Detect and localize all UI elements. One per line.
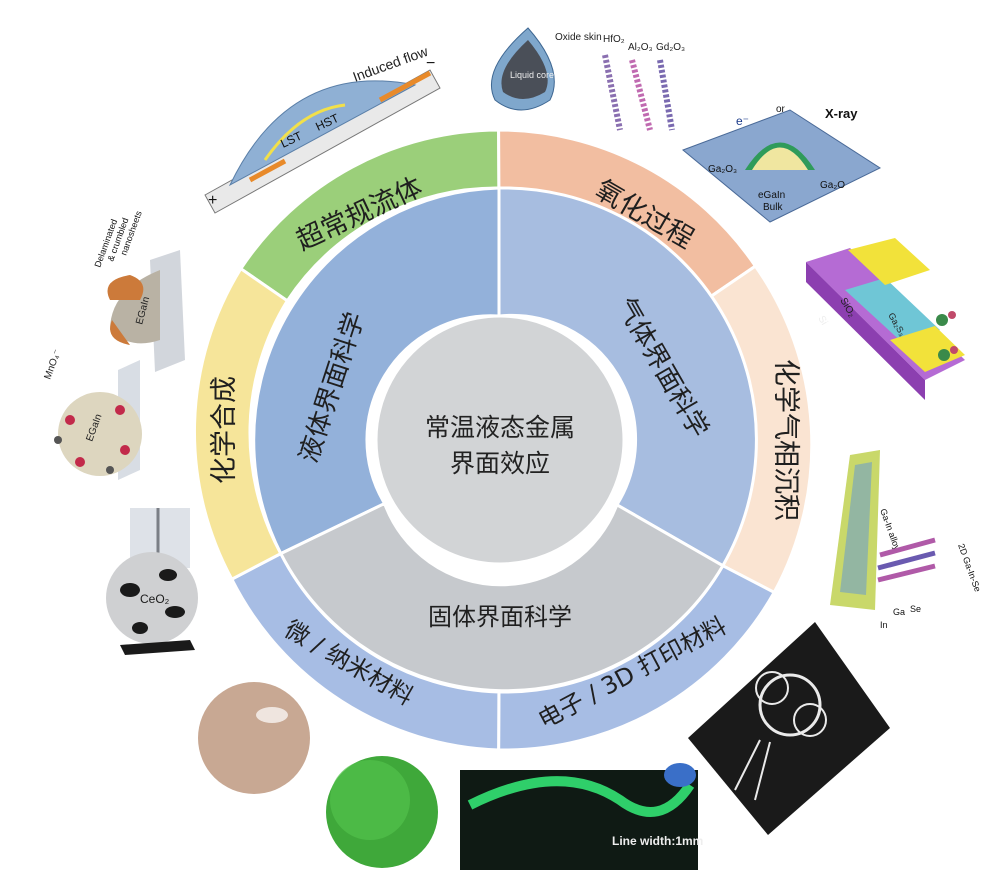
cvd-device-illustration: Si SiO₂ Ga₂S₃ <box>806 238 965 400</box>
oxide-skin-label: Oxide skin <box>555 32 602 43</box>
inner-segment-gas <box>497 186 758 568</box>
ga-in-alloy-label: Ga-In alloy <box>878 507 902 552</box>
gd2o3-label: Gd₂O₃ <box>656 42 685 53</box>
outer-ring <box>192 128 814 752</box>
ga-element-label: Ga <box>893 607 905 617</box>
mno4-sphere-illustration: EGaIn MnO₄⁻ <box>42 348 142 480</box>
plus-terminal-label: + <box>208 192 217 209</box>
center-title-line1: 常温液态金属 <box>425 413 575 442</box>
crystal-alloy-illustration: Ga-In alloy 2D Ga-In-Se Ga In Se <box>830 450 983 630</box>
inner-ring <box>252 186 758 693</box>
outer-segment-synthesis <box>192 266 290 582</box>
electron-label: e⁻ <box>736 114 749 128</box>
2d-ga-in-se-label: 2D Ga-In-Se <box>956 542 983 593</box>
ga2o3-label: Ga₂O₃ <box>708 164 737 175</box>
ga2o-label: Ga₂O <box>820 180 845 191</box>
label-solid-interface: 固体界面科学 <box>428 603 572 631</box>
line-width-label: Line width:1mm <box>612 834 703 848</box>
nanosheets-illustration: EGaIn Delaminated & crumbled nanosheets <box>92 209 185 372</box>
ceo2-label: CeO₂ <box>140 592 170 606</box>
ceo2-sphere-illustration: CeO₂ <box>106 508 198 655</box>
al2o3-label: Al₂O₃ <box>628 42 653 53</box>
in-element-label: In <box>880 620 888 630</box>
metal-droplet-illustration <box>198 682 310 794</box>
hfo2-label: HfO₂ <box>603 34 625 45</box>
green-nanosphere-illustration <box>326 756 438 868</box>
inner-segment-liquid <box>252 186 501 556</box>
or-label: or <box>776 104 786 115</box>
center-circle <box>374 314 626 566</box>
xray-illustration: X-ray e⁻ or Ga₂O₃ Ga₂O eGaIn Bulk <box>682 104 882 223</box>
xray-label: X-ray <box>825 106 858 121</box>
oxide-skin-illustration: Liquid core Oxide skin HfO₂ Al₂O₃ Gd₂O₃ <box>491 27 685 131</box>
liquid-core-label: Liquid core <box>510 70 554 80</box>
minus-terminal-label: − <box>426 55 435 72</box>
label-cvd: 化学气相沉积 <box>770 359 801 521</box>
egain-bulk-label-2: Bulk <box>763 202 783 213</box>
se-element-label: Se <box>910 604 921 614</box>
flexible-circuit-illustration: Line width:1mm <box>460 763 703 870</box>
label-synthesis: 化学合成 <box>209 376 240 484</box>
printed-pattern-illustration <box>688 622 890 835</box>
inner-segment-solid <box>278 501 725 693</box>
center-title-line2: 界面效应 <box>450 449 550 478</box>
mno4-label: MnO₄⁻ <box>42 348 63 381</box>
egain-bulk-label-1: eGaIn <box>758 190 785 201</box>
si-label: Si <box>815 314 829 327</box>
